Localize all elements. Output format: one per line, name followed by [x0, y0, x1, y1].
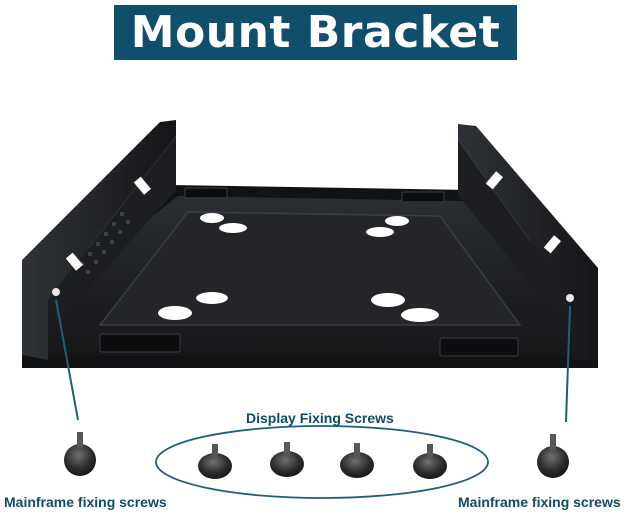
bracket-right-slot — [543, 235, 561, 254]
bracket-left-hole — [52, 288, 60, 296]
mainframe-screw-left — [64, 432, 96, 476]
leader-line-left — [55, 299, 79, 421]
leader-lines — [55, 299, 571, 423]
bracket-right-rail-inner — [458, 140, 572, 320]
mainframe-screws-label-left: Mainframe fixing screws — [4, 494, 167, 510]
screw-icon — [270, 442, 304, 477]
leader-line-right — [565, 305, 571, 423]
screw-icon — [340, 443, 374, 478]
display-screws — [198, 442, 447, 479]
screw-icon — [64, 444, 96, 476]
screw-icon — [198, 444, 232, 479]
screw-icon — [413, 444, 447, 479]
bracket-left-slot-2 — [133, 176, 151, 195]
bracket-right-hole — [566, 294, 574, 302]
display-screws-label: Display Fixing Screws — [246, 410, 394, 426]
screw-icon — [537, 446, 569, 478]
title-banner: Mount Bracket — [114, 5, 517, 60]
bracket-keyholes — [158, 213, 439, 322]
mount-bracket-image — [22, 120, 598, 368]
page-title: Mount Bracket — [130, 7, 501, 58]
mainframe-screws-label-right: Mainframe fixing screws — [458, 494, 621, 510]
bracket-feet — [99, 187, 519, 357]
bracket-right-slot-2 — [485, 171, 503, 190]
bracket-left-slot — [65, 252, 83, 271]
display-screws-outline — [155, 425, 489, 499]
mainframe-screw-right — [537, 434, 569, 478]
